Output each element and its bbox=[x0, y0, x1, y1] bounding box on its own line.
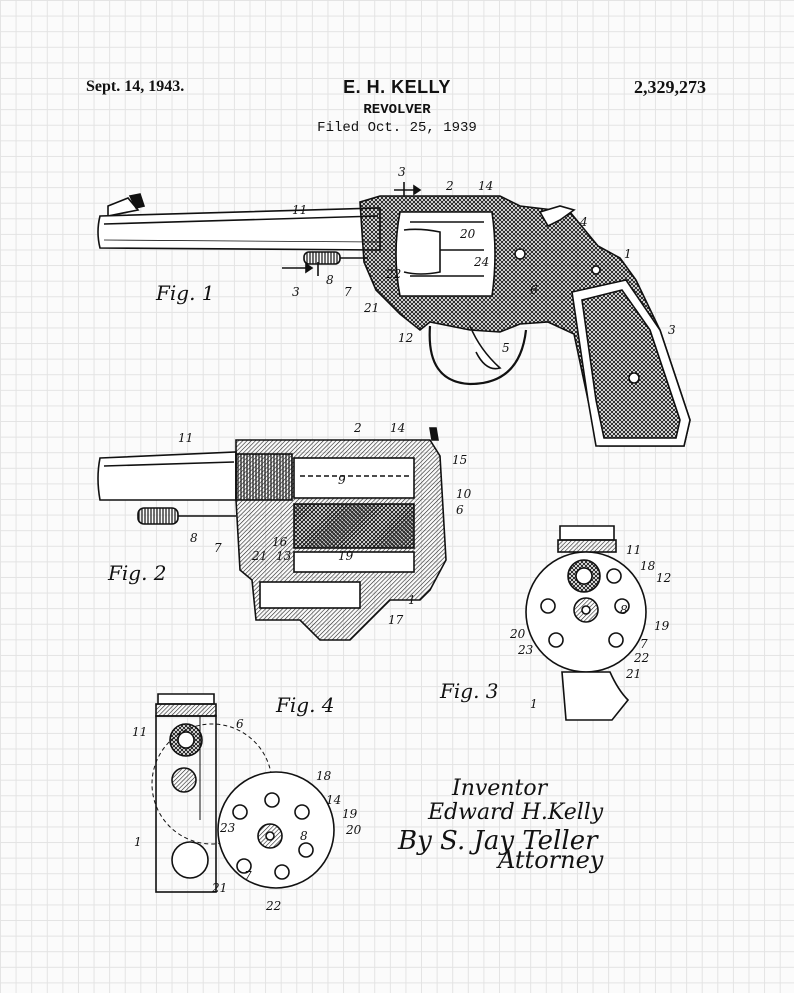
ref-numeral: 12 bbox=[398, 331, 413, 345]
fig2-sectional-view bbox=[97, 427, 447, 641]
ref-numeral: 23 bbox=[219, 821, 236, 835]
ref-numeral: 7 bbox=[244, 869, 252, 883]
fig4-reference-numerals: 11 6 18 14 19 8 20 1 23 7 21 22 bbox=[132, 717, 362, 913]
ref-numeral: 23 bbox=[517, 643, 534, 657]
ref-numeral: 2 bbox=[353, 421, 362, 435]
filed-date: Filed Oct. 25, 1939 bbox=[317, 120, 477, 136]
inventor-name: E. H. KELLY bbox=[343, 77, 451, 97]
fig3-reference-numerals: 11 18 12 8 19 20 23 7 22 21 1 bbox=[509, 543, 671, 711]
ref-numeral: 3 bbox=[398, 165, 406, 179]
ref-numeral: 15 bbox=[452, 453, 467, 467]
ref-numeral: 21 bbox=[251, 549, 267, 563]
fig1-revolver-side-view bbox=[97, 182, 691, 447]
ref-numeral: 5 bbox=[502, 341, 510, 355]
ref-numeral: 12 bbox=[656, 571, 671, 585]
ref-numeral: 11 bbox=[292, 203, 307, 217]
inventor-signature-name: Edward H.Kelly bbox=[428, 800, 604, 825]
ref-numeral: 14 bbox=[326, 793, 341, 807]
fig4-cylinder-view bbox=[151, 693, 335, 893]
ref-numeral: 1 bbox=[408, 593, 416, 607]
ref-numeral: 24 bbox=[473, 255, 489, 269]
fig2-label: Fig. 2 bbox=[107, 561, 167, 585]
ref-numeral: 9 bbox=[338, 473, 346, 487]
patent-title: REVOLVER bbox=[363, 102, 431, 118]
ref-numeral: 16 bbox=[272, 535, 288, 549]
fig3-label: Fig. 3 bbox=[439, 679, 499, 703]
patent-date: Sept. 14, 1943. bbox=[86, 78, 185, 95]
ref-numeral: 17 bbox=[388, 613, 404, 627]
ref-numeral: 11 bbox=[132, 725, 147, 739]
attorney-label: Attorney bbox=[498, 846, 604, 874]
ref-numeral: 3 bbox=[292, 285, 300, 299]
ref-numeral: 7 bbox=[344, 285, 352, 299]
ref-numeral: 11 bbox=[178, 431, 193, 445]
ref-numeral: 1 bbox=[624, 247, 632, 261]
fig1-label: Fig. 1 bbox=[155, 281, 215, 305]
ref-numeral: 22 bbox=[633, 651, 649, 665]
ref-numeral: 22 bbox=[265, 899, 281, 913]
inventor-label: Inventor bbox=[452, 776, 548, 801]
ref-numeral: 6 bbox=[236, 717, 244, 731]
ref-numeral: 21 bbox=[363, 301, 379, 315]
ref-numeral: 1 bbox=[134, 835, 142, 849]
ref-numeral: 19 bbox=[342, 807, 358, 821]
ref-numeral: 2 bbox=[445, 179, 454, 193]
ref-numeral: 14 bbox=[390, 421, 405, 435]
ref-numeral: 6 bbox=[456, 503, 464, 517]
ref-numeral: 19 bbox=[338, 549, 354, 563]
ref-numeral: 21 bbox=[211, 881, 227, 895]
ref-numeral: 18 bbox=[316, 769, 332, 783]
ref-numeral: 14 bbox=[478, 179, 493, 193]
fig1-reference-numerals: 3 2 14 4 1 11 20 24 22 8 3 7 21 6 12 5 3 bbox=[292, 165, 676, 355]
fig4-label: Fig. 4 bbox=[275, 693, 335, 717]
attorney-signature: By S. Jay Teller bbox=[398, 826, 598, 856]
ref-numeral: 20 bbox=[459, 227, 476, 241]
ref-numeral: 11 bbox=[626, 543, 641, 557]
ref-numeral: 8 bbox=[326, 273, 334, 287]
patent-number: 2,329,273 bbox=[634, 77, 706, 97]
ref-numeral: 7 bbox=[640, 637, 648, 651]
ref-numeral: 3 bbox=[668, 323, 676, 337]
ref-numeral: 13 bbox=[276, 549, 292, 563]
fig3-end-view bbox=[525, 525, 647, 721]
ref-numeral: 21 bbox=[625, 667, 641, 681]
ref-numeral: 8 bbox=[300, 829, 308, 843]
ref-numeral: 20 bbox=[345, 823, 362, 837]
ref-numeral: 1 bbox=[530, 697, 538, 711]
ref-numeral: 7 bbox=[214, 541, 222, 555]
ref-numeral: 20 bbox=[509, 627, 526, 641]
ref-numeral: 18 bbox=[640, 559, 656, 573]
ref-numeral: 8 bbox=[620, 603, 628, 617]
ref-numeral: 19 bbox=[654, 619, 670, 633]
ref-numeral: 22 bbox=[385, 267, 401, 281]
ref-numeral: 6 bbox=[530, 283, 538, 297]
ref-numeral: 8 bbox=[190, 531, 198, 545]
ref-numeral: 4 bbox=[579, 215, 588, 229]
fig2-reference-numerals: 11 2 14 15 9 10 6 8 7 16 21 13 19 1 17 bbox=[178, 421, 472, 627]
ref-numeral: 10 bbox=[456, 487, 472, 501]
